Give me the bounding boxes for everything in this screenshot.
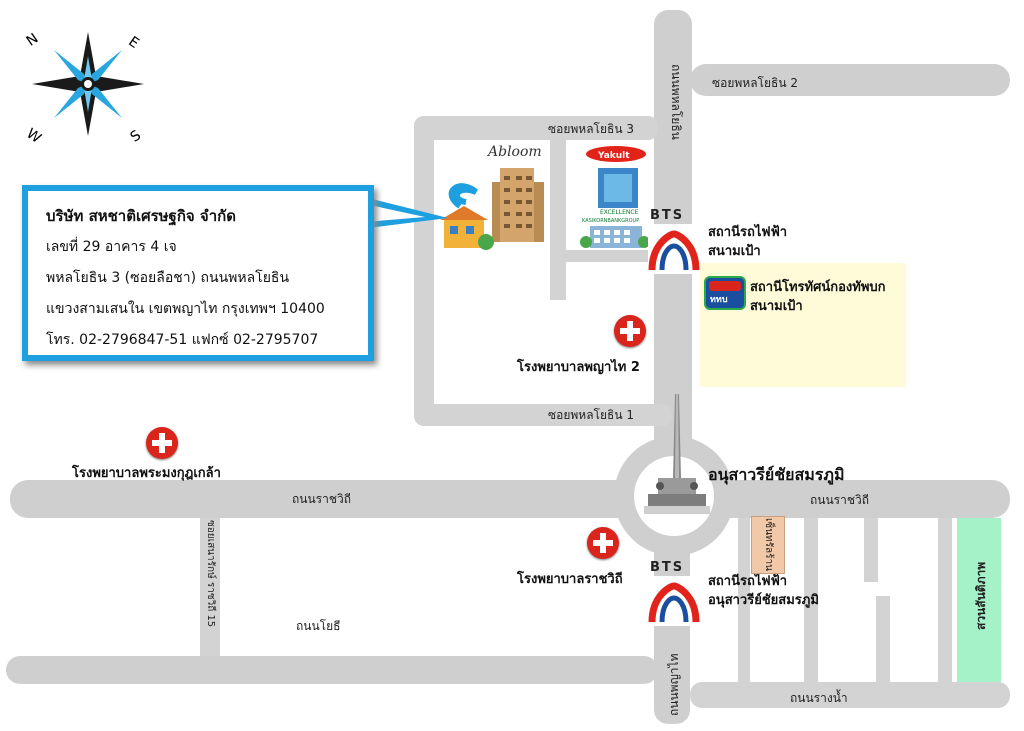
road-ratchawithi [10,480,1010,518]
bts-mark: BTS [650,208,685,223]
company-address-2: พหลโยธิน 3 (ซอยลือชา) ถนนพหลโยธิน [46,270,290,286]
callout-pointer-inner [365,204,425,222]
road-rang-nam [690,682,1010,708]
label-yothi: ถนนโยธี [296,619,341,633]
road-phahon-soi3 [414,116,658,140]
road-side-5 [938,518,952,684]
label-rang-nam: ถนนรางน้ำ [790,691,848,705]
label-bts-sanam-pao: สถานีรถไฟฟ้า สนามเป้า [708,225,788,259]
label-park: สวนสันติภาพ [974,561,988,630]
road-phahon-soi2 [690,64,1010,96]
hospital-cross-icon [587,527,619,559]
compass-n: N [24,31,42,50]
bts-logo-icon: BTS [648,560,700,626]
label-tv5: สถานีโทรทัศน์กองทัพบก สนามเป้า [750,280,886,314]
company-phone: โทร. 02-2796847-51 แฟกซ์ 02-2795707 [46,332,319,348]
label-phahon-soi2: ซอยพหลโยธิน 2 [712,76,799,90]
road-phayathai [654,540,690,724]
park-area [957,518,1001,682]
hospital-cross-icon [614,315,646,347]
road-phahon-soi1 [414,404,672,426]
company-address-3: แขวงสามเสนใน เขตพญาไท กรุงเทพฯ 10400 [46,301,325,317]
tv5-mark: ททบ [710,295,728,305]
label-phayathai: ถนนพญาไท [667,653,681,717]
label-phramongkut: โรงพยาบาลพระมงกุฎเกล้า [72,466,221,481]
label-phahonyothin: ถนนพหลโยธิน [669,64,683,140]
bts-logo-icon: BTS [648,208,700,274]
road-side-1 [738,518,750,684]
road-soi-senarak [200,518,220,658]
compass-w: W [23,126,44,147]
label-phahon-soi1: ซอยพหลโยธิน 1 [548,408,635,422]
company-info-box: บริษัท สหชาติเศรษฐกิจ จำกัด เลขที่ 29 อา… [22,185,374,361]
label-ratchawithi-right: ถนนราชวิถี [810,493,870,507]
company-name: บริษัท สหชาติเศรษฐกิจ จำกัด [46,207,236,225]
hospital-cross-icon [146,427,178,459]
abloom-logo: Abloom [486,144,542,160]
compass-s: S [128,127,145,145]
kbank-logo: KASIKORNBANKGROUP [582,218,639,224]
bts-mark: BTS [650,560,685,575]
road-inner-h [550,250,658,262]
company-address-1: เลขที่ 29 อาคาร 4 เจ [46,239,177,255]
tv5-logo-icon: ททบ [704,276,746,310]
label-bts-victory: สถานีรถไฟฟ้า อนุสาวรีย์ชัยสมรภูมิ [708,574,819,608]
label-phyathai2: โรงพยาบาลพญาไท 2 [517,360,640,375]
label-rajavithi: โรงพยาบาลราชวิถี [517,572,623,587]
label-shop: เซ็นทรัลร้าน [763,518,774,571]
compass-rose-icon: N E S W [23,31,145,147]
monument-icon [644,394,710,514]
label-victory-monument: อนุสาวรีย์ชัยสมรภูมิ [708,465,845,484]
road-soi3-west [414,116,434,426]
label-phahon-soi3: ซอยพหลโยธิน 3 [548,122,635,136]
excellence-logo: EXCELLENCE [600,209,639,216]
building-icon: Abloom [440,144,544,250]
building-icon: Yakult EXCELLENCE KASIKORNBANKGROUP [580,146,650,248]
label-ratchawithi-soi15: ซอยเสนารักษ์ ราชวิถี 15 [205,520,216,628]
label-ratchawithi-left: ถนนราชวิถี [292,492,352,506]
compass-e: E [125,34,141,52]
yakult-logo: Yakult [597,151,630,161]
road-side-3 [864,518,878,582]
road-side-2 [804,518,818,684]
shop-block [751,516,785,574]
road-side-4 [876,596,890,684]
road-yothi [6,656,658,684]
